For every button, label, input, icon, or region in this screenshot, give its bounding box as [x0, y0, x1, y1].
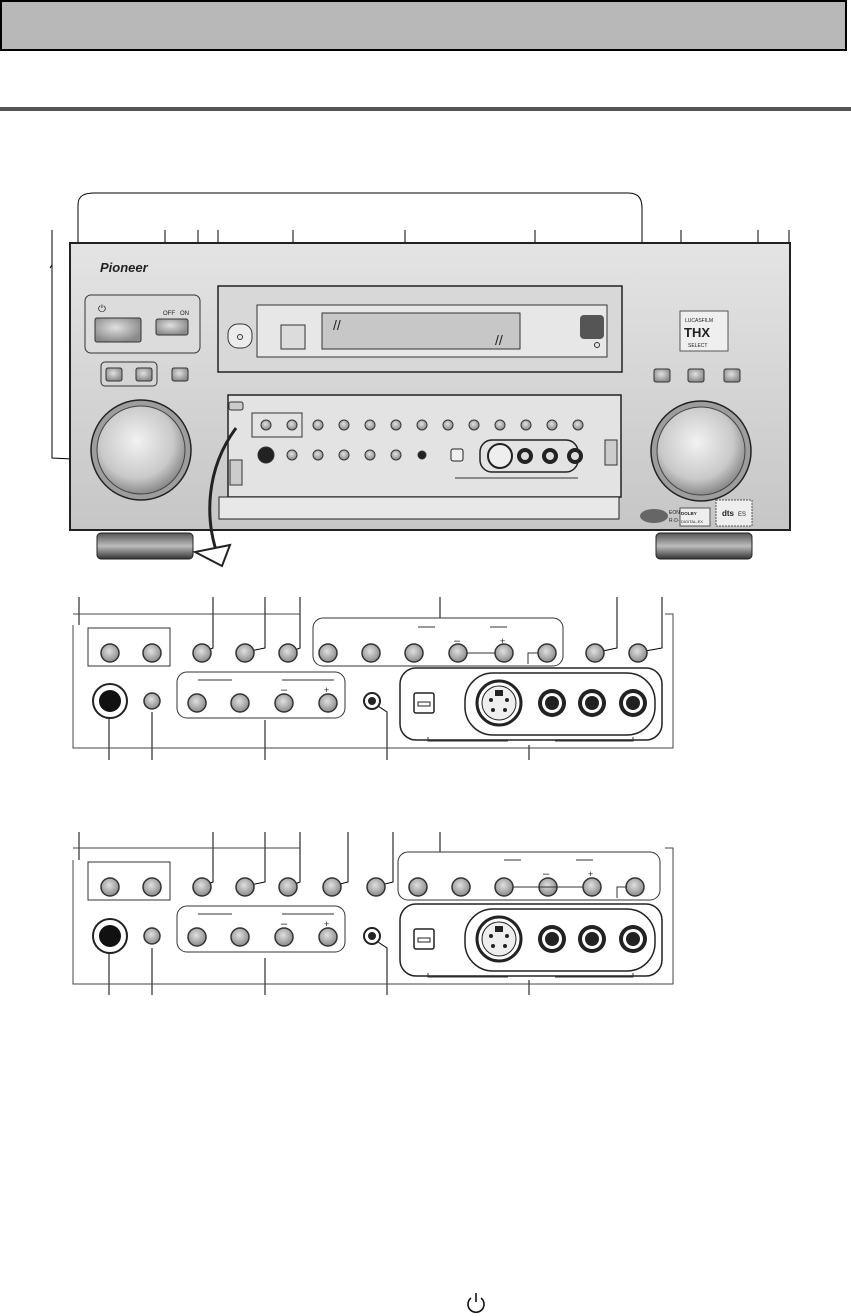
button-b[interactable] [135, 367, 153, 382]
open-door-arrow [208, 427, 238, 557]
power-switch[interactable] [155, 318, 189, 336]
brand-logo: Pioneer [100, 260, 149, 275]
volume-knob[interactable] [656, 406, 746, 496]
svg-text:DOLBY: DOLBY [681, 511, 697, 516]
svg-text:ON: ON [180, 311, 189, 317]
svg-text:–: – [543, 868, 550, 880]
standby-symbol: ⏻ [98, 304, 106, 315]
svg-text:OFF: OFF [163, 311, 175, 317]
svg-text:+: + [324, 919, 329, 929]
svg-text://: // [333, 317, 341, 333]
detail1-top-buttons [100, 643, 298, 663]
section-header-bar [0, 0, 847, 51]
thx-logo: THX [684, 325, 710, 340]
svg-text:ES: ES [738, 512, 746, 518]
svg-text:+: + [500, 636, 505, 646]
svg-text:+: + [588, 869, 593, 879]
button-e[interactable] [687, 368, 705, 383]
button-c[interactable] [171, 367, 189, 382]
svg-text:+: + [324, 685, 329, 695]
input-selector-knob[interactable] [96, 405, 186, 495]
button-d[interactable] [653, 368, 671, 383]
door-flap [218, 496, 620, 520]
sensor-button[interactable] [227, 323, 253, 349]
door-button-row-1 [260, 419, 584, 431]
svg-text:dts: dts [722, 509, 735, 518]
door-button-row-2 [257, 446, 427, 464]
front-door-panel [227, 394, 622, 498]
section-rule [0, 107, 851, 111]
standby-button[interactable] [94, 317, 142, 343]
logo-badge [580, 315, 604, 339]
svg-text:DIGITAL-EX: DIGITAL-EX [681, 519, 703, 524]
front-panel-detail-2: – + – + [72, 832, 674, 995]
svg-text:LUCASFILM: LUCASFILM [685, 318, 713, 324]
svg-text:SELECT: SELECT [688, 343, 707, 349]
foot-right [655, 532, 753, 560]
svg-text://: // [495, 332, 503, 348]
foot-left [96, 532, 194, 560]
front-panel-detail-1: – + – + [72, 597, 674, 760]
svg-text:–: – [281, 684, 288, 696]
svg-text:–: – [281, 918, 288, 930]
button-f[interactable] [723, 368, 741, 383]
receiver-front: Pioneer ⏻ OFF ON // // LUCASFILM THX SEL… [49, 192, 791, 568]
power-icon [467, 1293, 485, 1313]
svg-text:R·D·S: R·D·S [669, 518, 684, 524]
fl-display [321, 312, 521, 350]
button-a[interactable] [105, 367, 123, 382]
svg-text:–: – [454, 635, 461, 647]
remote-sensor [280, 324, 306, 350]
svg-text:EON: EON [669, 510, 680, 516]
